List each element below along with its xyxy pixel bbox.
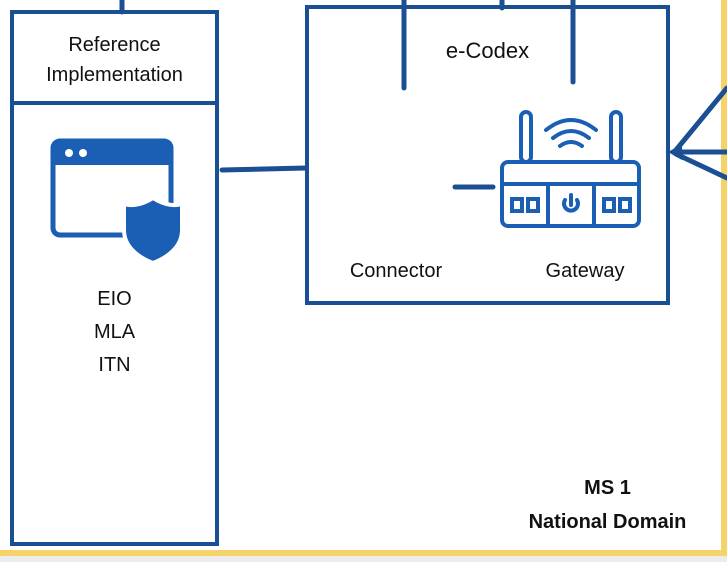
gateway-label: Gateway	[545, 260, 625, 282]
reference-label-line1: Reference	[68, 34, 161, 56]
reference-label-line2: Implementation	[46, 64, 183, 86]
external-link-3	[673, 151, 727, 181]
instrument-mla: MLA	[93, 321, 136, 343]
external-arrow-tip	[668, 144, 682, 160]
ecodex-title: e-Codex	[445, 38, 530, 63]
reference-implementation-header	[10, 10, 219, 105]
connector-label: Connector	[349, 260, 443, 282]
secure-browser-window-icon	[50, 138, 184, 266]
instrument-itn: ITN	[98, 354, 131, 376]
domain-label-line2: National Domain	[528, 511, 687, 533]
external-link-1	[673, 85, 727, 153]
reference-implementation-body	[10, 101, 219, 546]
ref-to-ecodex-link	[219, 165, 309, 173]
domain-label-line1: MS 1	[584, 477, 631, 499]
instrument-eio: EIO	[97, 288, 132, 310]
wifi-router-icon	[500, 110, 641, 228]
